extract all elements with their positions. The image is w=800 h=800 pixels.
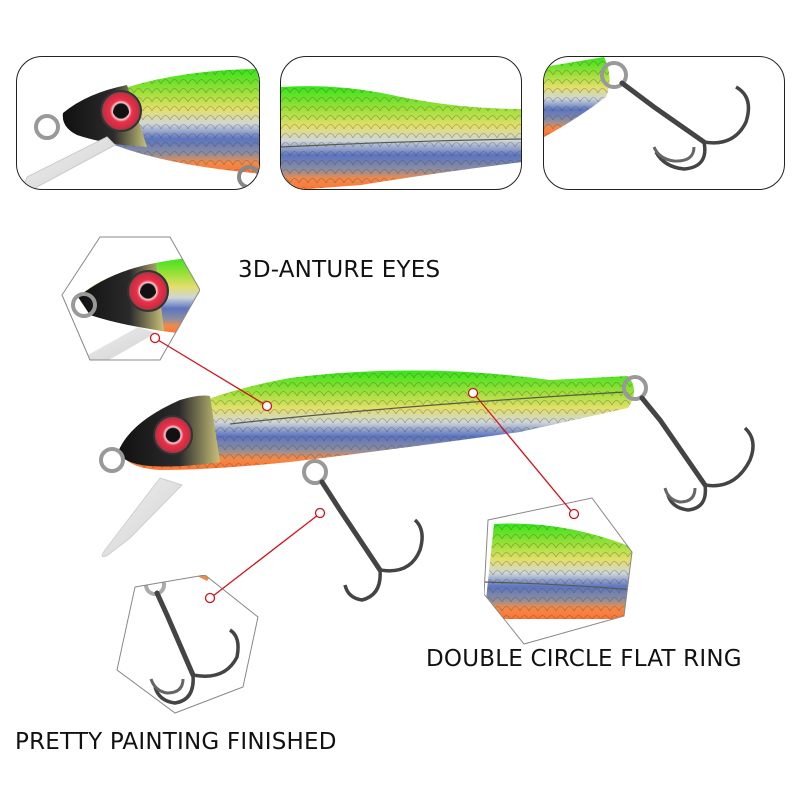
thumbnail-hook-closeup xyxy=(543,56,785,190)
main-lure-image xyxy=(99,370,755,602)
thumbnail-head-closeup xyxy=(16,56,260,190)
lure-body-image xyxy=(281,86,521,189)
feature-label-painting: PRETTY PAINTING FINISHED xyxy=(15,729,337,755)
feature-label-ring: DOUBLE CIRCLE FLAT RING xyxy=(426,646,742,672)
feature-label-eyes: 3D-ANTURE EYES xyxy=(238,257,441,283)
thumbnail-body-closeup xyxy=(280,56,522,190)
lure-head-image xyxy=(22,68,259,189)
hexagon-hook-detail xyxy=(116,575,259,714)
hexagon-eyes-detail xyxy=(61,236,200,361)
hexagon-ring-detail xyxy=(484,497,633,645)
treble-hook-image xyxy=(544,57,751,171)
